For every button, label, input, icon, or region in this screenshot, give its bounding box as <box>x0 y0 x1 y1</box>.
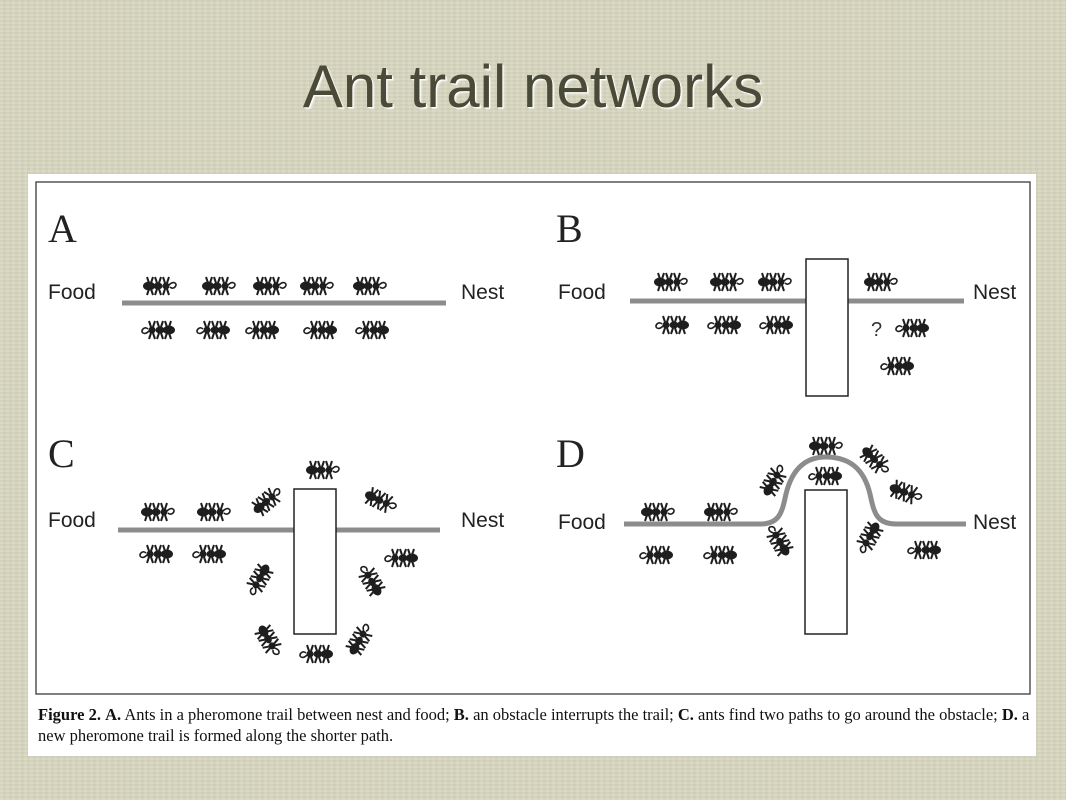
figure-caption: Figure 2. A. Ants in a pheromone trail b… <box>38 704 1034 746</box>
ant-icon <box>808 466 842 486</box>
ant-icon <box>254 624 282 656</box>
ant-icon <box>143 276 177 296</box>
ant-icon <box>358 565 386 597</box>
ant-icon <box>303 320 337 340</box>
ant-icon <box>907 540 941 560</box>
panel-d-food-label: Food <box>558 511 606 534</box>
panel-b-obstacle <box>805 258 849 397</box>
caption-a-label: A. <box>105 705 122 724</box>
ant-icon <box>759 315 793 335</box>
figure-diagram: A Food Nest B Food Nest ? C Food Nest D <box>35 181 1031 695</box>
ant-icon <box>710 272 744 292</box>
ant-icon <box>202 276 236 296</box>
ant-icon <box>345 623 373 656</box>
panel-b: B Food Nest ? <box>556 206 1016 397</box>
ant-icon <box>889 479 923 505</box>
panel-b-nest-label: Nest <box>973 281 1016 304</box>
ant-icon <box>141 502 175 522</box>
ant-icon <box>703 545 737 565</box>
ant-icon <box>809 436 843 456</box>
panel-d-obstacle <box>804 489 848 635</box>
ant-icon <box>141 320 175 340</box>
ant-icon <box>766 525 794 557</box>
ant-icon <box>655 315 689 335</box>
ants-layer <box>139 272 941 664</box>
ant-icon <box>880 356 914 376</box>
ant-icon <box>251 487 281 517</box>
ant-icon <box>353 276 387 296</box>
ant-trail-figure: A Food Nest B Food Nest ? C Food Nest D <box>28 174 1036 756</box>
panel-a-food-label: Food <box>48 281 96 304</box>
caption-d-label: D. <box>1001 705 1018 724</box>
ant-icon <box>856 521 884 554</box>
ant-icon <box>355 320 389 340</box>
ant-icon <box>299 644 333 664</box>
ant-icon <box>364 487 397 513</box>
caption-c-text: ants find two paths to go around the obs… <box>693 705 1002 724</box>
caption-c-label: C. <box>677 705 694 724</box>
ant-icon <box>384 548 418 568</box>
ant-icon <box>139 544 173 564</box>
panel-c-letter: C <box>48 431 75 476</box>
panel-d-curved-trail <box>624 454 966 527</box>
ant-icon <box>300 276 334 296</box>
panel-b-letter: B <box>556 206 583 251</box>
ant-icon <box>641 502 675 522</box>
caption-d-text: a new pheromone trail is formed along th… <box>38 705 1030 745</box>
ant-icon <box>895 318 929 338</box>
panel-c-nest-label: Nest <box>461 509 504 532</box>
ant-icon <box>864 272 898 292</box>
caption-a-text: Ants in a pheromone trail between nest a… <box>121 705 454 724</box>
ant-icon <box>704 502 738 522</box>
panel-b-food-label: Food <box>558 281 606 304</box>
ant-icon <box>859 444 889 474</box>
ant-icon <box>253 276 287 296</box>
ant-icon <box>246 563 274 596</box>
panel-a: A Food Nest <box>48 206 504 306</box>
panel-d-nest-label: Nest <box>973 511 1016 534</box>
caption-figure-label: Figure 2. <box>38 705 101 724</box>
panel-c-food-label: Food <box>48 509 96 532</box>
ant-icon <box>192 544 226 564</box>
panel-c-obstacle <box>293 488 337 635</box>
figure-border <box>35 181 1031 695</box>
panel-b-question-mark: ? <box>871 319 882 341</box>
ant-icon <box>654 272 688 292</box>
panel-d: D Food Nest <box>556 431 1016 635</box>
ant-icon <box>197 502 231 522</box>
ant-icon <box>196 320 230 340</box>
ant-icon <box>758 272 792 292</box>
ant-icon <box>707 315 741 335</box>
panel-a-nest-label: Nest <box>461 281 504 304</box>
ant-icon <box>759 464 787 497</box>
ant-icon <box>306 460 340 480</box>
ant-icon <box>245 320 279 340</box>
caption-b-label: B. <box>453 705 469 724</box>
slide-title: Ant trail networks <box>302 53 764 120</box>
ant-icon <box>639 545 673 565</box>
panel-c: C Food Nest <box>48 431 504 635</box>
caption-b-text: an obstacle interrupts the trail; <box>468 705 678 724</box>
panel-a-letter: A <box>48 206 77 251</box>
panel-d-letter: D <box>556 431 585 476</box>
